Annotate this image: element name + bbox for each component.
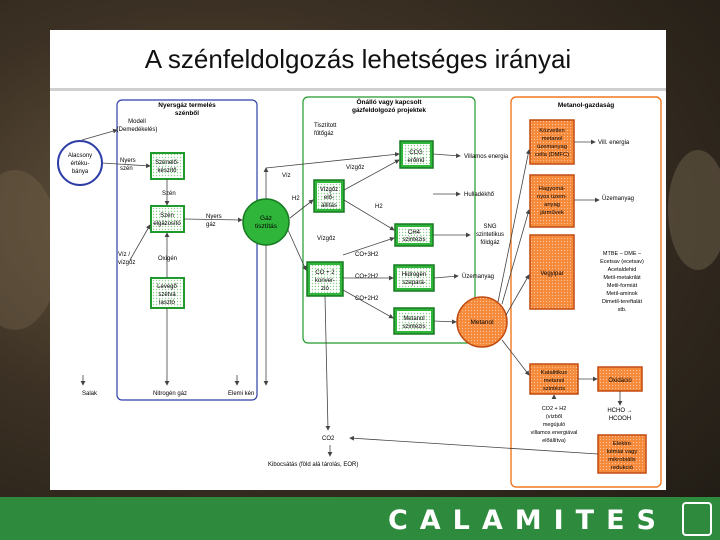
szenkeszito-label: Szénelő-készítő (155, 160, 179, 174)
hagyomanyos-node (529, 174, 575, 228)
elemi-ken-label: Elemi kén (228, 391, 254, 397)
h2b-label: H2 (375, 204, 383, 210)
group-right-title: Metanol-gazdaság (558, 102, 614, 109)
hcho-label: HCHO →HCOOH (607, 408, 632, 422)
katalitikus-node (529, 363, 579, 395)
title-divider (50, 88, 666, 91)
background-decor-right (668, 150, 720, 270)
viz-label: Víz (282, 173, 291, 179)
co-konverzio-inner (310, 265, 340, 293)
salak-label: Salak (82, 391, 98, 397)
metanol-hub-label: Metanol (470, 319, 494, 326)
oxidacio-label: Oxidáció (608, 378, 632, 384)
szen-label: Szén (162, 191, 176, 197)
hidrogen-szeparacio-inner (397, 268, 431, 288)
vegyipar-products: MTBE – DME –Ecetsav (ecetsav)Acetaldehid… (600, 251, 644, 313)
oxigen-label: Oxigén (158, 256, 177, 262)
group-left-frame (116, 99, 258, 401)
gaztisztitas-node (242, 198, 290, 246)
vill-energia-label: Villamos energia (464, 154, 509, 160)
szen-elgazosito-node (150, 205, 185, 233)
group-right-frame (510, 96, 662, 488)
co3h2-label: CO+3H2 (355, 252, 379, 258)
vizgoz2-label: Vízgőz (317, 236, 335, 242)
co2h2b-label: CO+2H2 (355, 296, 379, 302)
flow-arrows (80, 128, 623, 457)
co2-label: CO2 (322, 436, 335, 442)
szenkeszito-node (150, 152, 185, 180)
uzemanyag2-label: Üzemanyag (602, 195, 634, 202)
modell-label: Modell(Demedékelés) (117, 119, 158, 133)
metanol-hub-node (456, 296, 508, 348)
uzemanyag-label: Üzemanyag (462, 273, 494, 280)
co2h2a-label: CO+2H2 (355, 274, 379, 280)
metanol-szintezis-inner (397, 311, 431, 331)
group-middle-frame (302, 96, 476, 344)
viz-vizgoz-label: Víz /vízgőz (118, 252, 135, 266)
vill-energia2-label: Vill. energia (598, 140, 630, 146)
nitrogen-gaz-label: Nitrogén gáz (153, 391, 187, 397)
vegyipar-label: Vegyipar (540, 271, 563, 277)
kibocsatas-label: Kibocsátás (föld alá tárolás, EOR) (268, 462, 358, 468)
levegoszetvalaszto-node (150, 277, 185, 309)
brand-bar (0, 497, 720, 540)
hulladekho-label: Hulladékhő (464, 192, 495, 198)
ccgt-inner (403, 144, 430, 165)
vegyipar-node (529, 234, 575, 310)
slide-title: A szénfeldolgozás lehetséges irányai (144, 44, 572, 74)
vizgoz-eloallitas-inner (317, 183, 341, 209)
ch4-szintezis-inner (398, 227, 430, 243)
elektrokem-node (597, 434, 647, 474)
vizgoz1-label: Vízgőz (346, 165, 364, 171)
brand-name: CALAMITES (387, 505, 668, 536)
h2a-label: H2 (292, 196, 300, 202)
brand-logo-icon (682, 502, 712, 536)
